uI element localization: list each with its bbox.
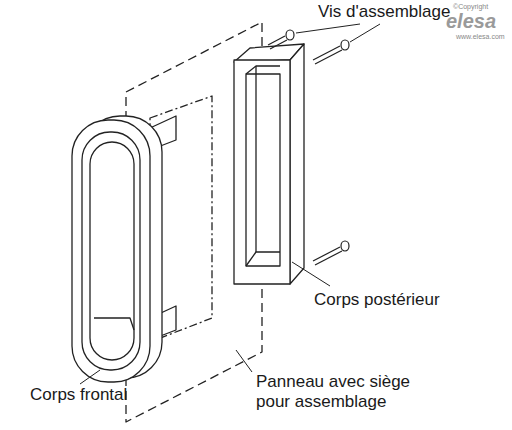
rear-body — [234, 44, 304, 284]
leader-line — [80, 24, 380, 384]
part-label: Corps postérieur — [314, 290, 440, 310]
part-label: Corps frontal — [30, 385, 127, 405]
part-label: Vis d'assemblage — [318, 2, 450, 22]
assembly-screw — [268, 30, 349, 265]
front-body — [72, 116, 176, 382]
part-label: Panneau avec siège pour assemblage — [256, 372, 446, 413]
watermark: www.elesa.com — [456, 33, 505, 41]
watermark: elesa — [446, 9, 496, 33]
